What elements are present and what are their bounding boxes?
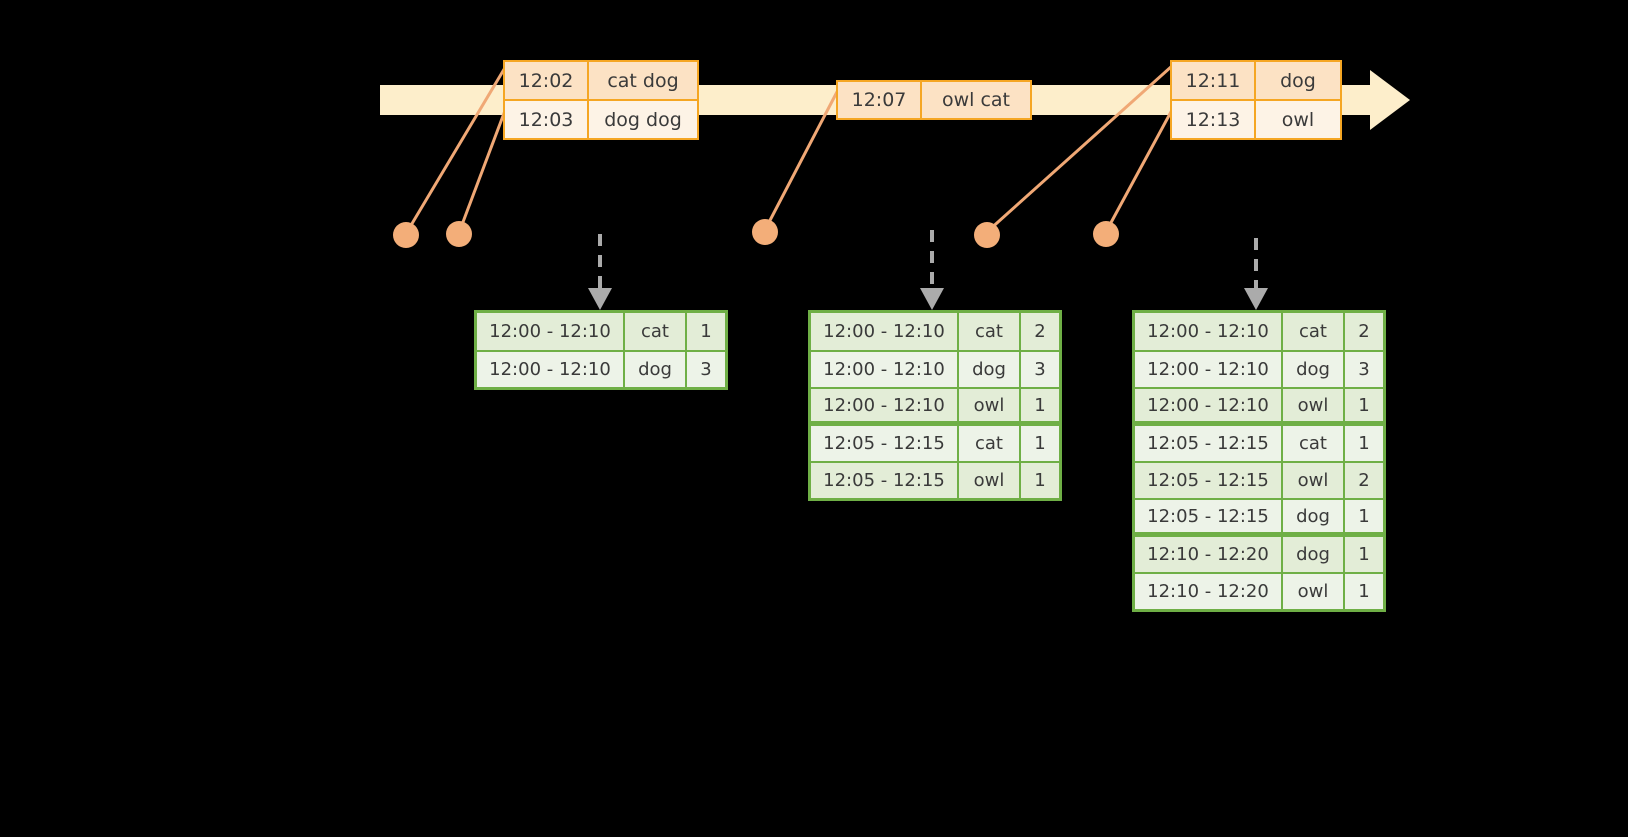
count-cell: 1 [1345, 537, 1383, 572]
event-dot-12-11 [974, 222, 1000, 248]
event-dot-12-07 [752, 219, 778, 245]
event-row[interactable]: 12:02 cat dog [505, 62, 697, 99]
key-cell: cat [959, 426, 1021, 461]
count-cell: 2 [1345, 463, 1383, 498]
event-row[interactable]: 12:03 dog dog [505, 99, 697, 138]
event-time: 12:11 [1172, 62, 1256, 99]
event-words: cat dog [589, 62, 697, 99]
event-words: dog [1256, 62, 1340, 99]
timeline-arrow-head [1370, 70, 1410, 130]
window-cell: 12:10 - 12:20 [1135, 574, 1283, 609]
window-cell: 12:00 - 12:10 [477, 352, 625, 387]
key-cell: dog [1283, 500, 1345, 532]
event-dot-12-13 [1093, 221, 1119, 247]
window-cell: 12:00 - 12:10 [811, 389, 959, 421]
key-cell: owl [1283, 463, 1345, 498]
window-cell: 12:05 - 12:15 [1135, 426, 1283, 461]
count-cell: 1 [1345, 389, 1383, 421]
count-cell: 3 [1345, 352, 1383, 387]
event-group-2[interactable]: 12:07 owl cat [836, 80, 1032, 120]
count-cell: 3 [687, 352, 725, 387]
event-words: owl [1256, 101, 1340, 138]
emit-arrow-head-1 [588, 288, 612, 310]
connector-12-03 [458, 107, 508, 231]
event-group-1[interactable]: 12:02 cat dog 12:03 dog dog [503, 60, 699, 140]
emit-arrows [598, 230, 1258, 288]
event-time: 12:13 [1172, 101, 1256, 138]
key-cell: cat [625, 313, 687, 350]
event-group-3[interactable]: 12:11 dog 12:13 owl [1170, 60, 1342, 140]
event-words: owl cat [922, 82, 1030, 118]
emit-arrow-heads [588, 288, 1268, 310]
count-cell: 1 [1021, 426, 1059, 461]
window-cell: 12:00 - 12:10 [477, 313, 625, 350]
event-dots [393, 219, 1119, 248]
window-cell: 12:05 - 12:15 [811, 463, 959, 498]
count-cell: 1 [1021, 389, 1059, 421]
window-cell: 12:05 - 12:15 [1135, 463, 1283, 498]
window-cell: 12:05 - 12:15 [1135, 500, 1283, 532]
key-cell: owl [959, 389, 1021, 421]
event-row[interactable]: 12:11 dog [1172, 62, 1340, 99]
event-words: dog dog [589, 101, 697, 138]
count-cell: 1 [1021, 463, 1059, 498]
key-cell: dog [959, 352, 1021, 387]
window-cell: 12:00 - 12:10 [1135, 352, 1283, 387]
window-cell: 12:05 - 12:15 [811, 426, 959, 461]
key-cell: cat [959, 313, 1021, 350]
count-cell: 2 [1021, 313, 1059, 350]
event-dot-12-03 [446, 221, 472, 247]
window-cell: 12:00 - 12:10 [811, 352, 959, 387]
key-cell: dog [1283, 352, 1345, 387]
window-cell: 12:00 - 12:10 [1135, 389, 1283, 421]
key-cell: owl [959, 463, 1021, 498]
connector-12-02 [405, 65, 508, 233]
key-cell: cat [1283, 313, 1345, 350]
window-cell: 12:00 - 12:10 [811, 313, 959, 350]
key-cell: dog [625, 352, 687, 387]
window-cell: 12:10 - 12:20 [1135, 537, 1283, 572]
count-cell: 2 [1345, 313, 1383, 350]
emit-arrow-head-3 [1244, 288, 1268, 310]
count-cell: 1 [1345, 574, 1383, 609]
key-cell: owl [1283, 574, 1345, 609]
key-cell: owl [1283, 389, 1345, 421]
key-cell: dog [1283, 537, 1345, 572]
connector-12-13 [1105, 109, 1174, 231]
event-time: 12:03 [505, 101, 589, 138]
count-cell: 1 [1345, 426, 1383, 461]
key-cell: cat [1283, 426, 1345, 461]
count-cell: 1 [687, 313, 725, 350]
connector-12-07 [764, 89, 840, 229]
count-cell: 3 [1021, 352, 1059, 387]
event-time: 12:02 [505, 62, 589, 99]
event-row[interactable]: 12:13 owl [1172, 99, 1340, 138]
event-time: 12:07 [838, 82, 922, 118]
window-cell: 12:00 - 12:10 [1135, 313, 1283, 350]
emit-arrow-head-2 [920, 288, 944, 310]
count-cell: 1 [1345, 500, 1383, 532]
event-dot-12-02 [393, 222, 419, 248]
event-row[interactable]: 12:07 owl cat [838, 82, 1030, 118]
